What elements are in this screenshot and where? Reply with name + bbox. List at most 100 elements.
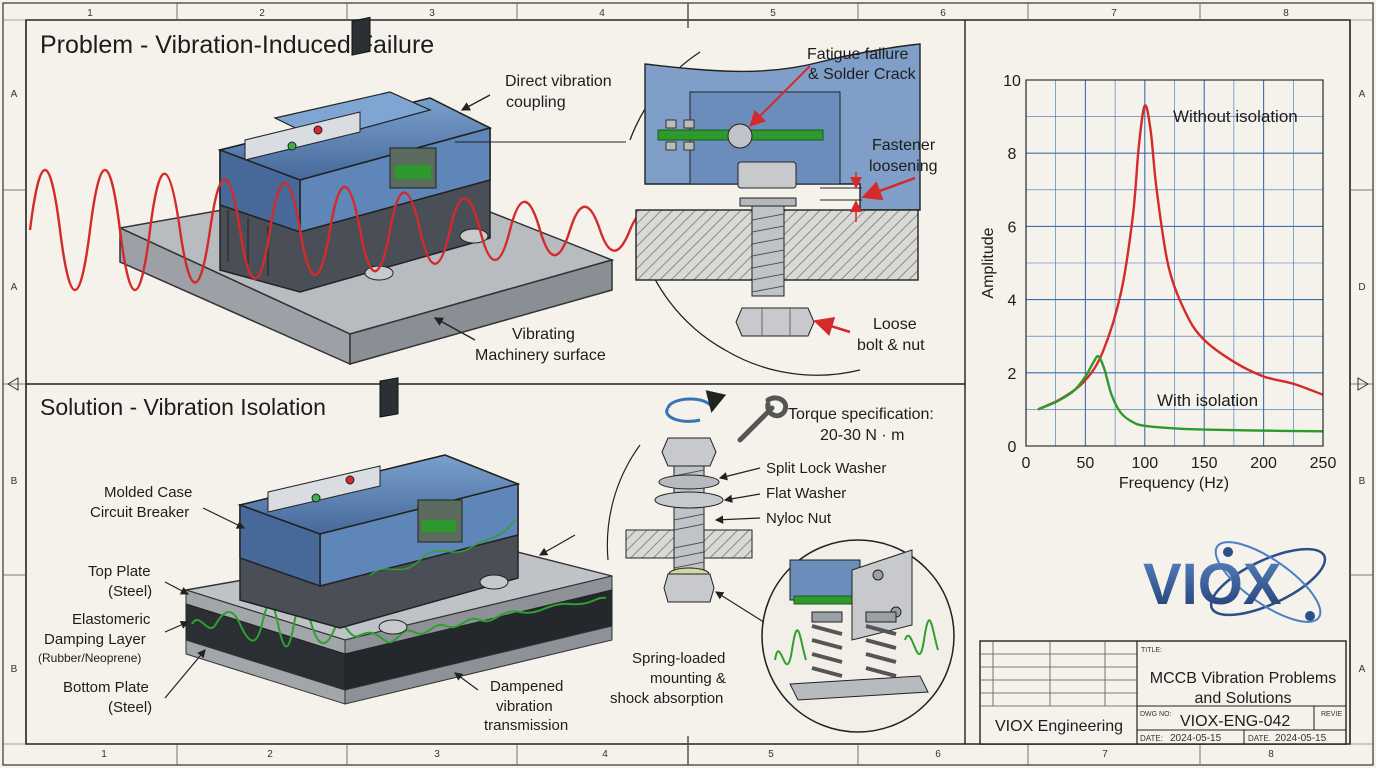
y-tick-label: 8 [1008,146,1017,163]
label-mccb: Molded Case [104,484,192,501]
label-torque: 20-30 N · m [820,427,904,444]
label-dampened: transmission [484,717,568,734]
y-tick-label: 0 [1008,439,1017,456]
chart-ticks: 0 50 100 150 200 250 0 2 4 6 8 10 [1003,73,1336,472]
col-label: 1 [87,8,93,19]
spring-mount-detail [761,539,955,733]
col-label: 5 [770,8,776,19]
row-label: A [11,282,18,293]
label-loose: bolt & nut [857,337,925,354]
col-label: 8 [1268,749,1274,760]
date-value: 2024-05-15 [1170,733,1222,744]
row-label: D [1358,282,1365,293]
vibration-wave-red [28,168,687,292]
annotation-without-isolation: Without isolation [1173,107,1298,126]
frequency-response-chart: 0 50 100 150 200 250 0 2 4 6 8 10 Frequency (Hz) Am… [980,73,1336,492]
col-label: 3 [434,749,440,760]
solution-panel: Solution - Vibration Isolation [38,377,955,734]
row-label: A [1359,89,1366,100]
label-damping: Elastomeric [72,611,151,628]
col-label: 6 [940,8,946,19]
y-tick-label: 6 [1008,219,1017,236]
drawing-title: and Solutions [1195,690,1292,707]
label-nyloc: Nyloc Nut [766,510,832,527]
label-fatigue: & Solder Crack [808,66,917,83]
x-tick-label: 150 [1191,455,1218,472]
col-label: 7 [1102,749,1108,760]
series-with-isolation [1037,354,1324,433]
title-block: TITLE: MCCB Vibration Problems and Solut… [979,640,1347,745]
col-label: 4 [602,749,608,760]
x-tick-label: 0 [1022,455,1031,472]
label-bottom-plate: Bottom Plate [63,679,149,696]
series-without-isolation [1037,104,1324,411]
col-label: 1 [101,749,107,760]
col-label: 2 [259,8,265,19]
y-tick-label: 4 [1008,293,1017,310]
logo-text: VIOX [1143,552,1282,617]
chart-series [1037,104,1324,433]
annotation-with-isolation: With isolation [1157,391,1258,410]
x-tick-label: 250 [1310,455,1337,472]
x-tick-label: 100 [1131,455,1158,472]
date2-value: 2024-05-15 [1275,733,1327,744]
label-damping-sub: (Rubber/Neoprene) [38,651,141,665]
label-flat-washer: Flat Washer [766,485,846,502]
label-fastener: Fastener [872,137,936,154]
failure-detail-zoom [629,43,921,376]
x-tick-label: 50 [1077,455,1095,472]
title-label: TITLE: [1141,647,1162,654]
label-damping: Damping Layer [44,631,146,648]
col-label: 6 [935,749,941,760]
label-surface: Machinery surface [475,347,606,364]
company-name: VIOX Engineering [995,718,1123,735]
label-fastener: loosening [869,158,938,175]
row-label: B [11,476,18,487]
label-direct-coupling: Direct vibration [505,73,612,90]
chart-xlabel: Frequency (Hz) [1119,475,1229,492]
row-label: A [11,89,18,100]
label-direct-coupling: coupling [506,94,566,111]
viox-logo: VIOX [1143,541,1327,623]
label-dampened: vibration [496,698,553,715]
label-top-plate: Top Plate [88,563,151,580]
col-label: 4 [599,8,605,19]
label-split-washer: Split Lock Washer [766,460,886,477]
col-label: 7 [1111,8,1117,19]
solution-title: Solution - Vibration Isolation [40,394,326,420]
drawing-title: MCCB Vibration Problems [1150,670,1336,687]
y-tick-label: 2 [1008,366,1017,383]
mccb-breaker-solution [237,377,521,635]
label-loose: Loose [873,316,917,333]
row-label: B [11,664,18,675]
label-surface: Vibrating [512,326,575,343]
problem-title: Problem - Vibration-Induced Failure [40,31,434,59]
label-bottom-plate: (Steel) [108,699,152,716]
label-spring: shock absorption [610,690,723,707]
dwg-label: DWG NO: [1140,711,1172,718]
date-label: DATE: [1140,734,1163,743]
row-label: A [1359,664,1366,675]
isolation-plates [185,539,613,705]
col-label: 3 [429,8,435,19]
label-torque: Torque specification: [788,406,934,423]
label-dampened: Dampened [490,678,563,695]
label-top-plate: (Steel) [108,583,152,600]
label-spring: Spring-loaded [632,650,725,667]
y-tick-label: 10 [1003,73,1021,90]
bolt-stack-detail [606,390,788,627]
drawing-number: VIOX-ENG-042 [1180,713,1290,730]
col-label: 5 [768,749,774,760]
problem-panel: Problem - Vibration-Induced Failure [28,16,938,376]
date2-label: DATE. [1248,734,1271,743]
col-label: 2 [267,749,273,760]
row-label: B [1359,476,1366,487]
col-label: 8 [1283,8,1289,19]
revision-label: REVIE [1321,711,1342,718]
chart-ylabel: Amplitude [980,227,997,298]
label-fatigue: Fatigue failure [807,46,908,63]
x-tick-label: 200 [1250,455,1277,472]
label-mccb: Circuit Breaker [90,504,189,521]
label-spring: mounting & [650,670,726,687]
